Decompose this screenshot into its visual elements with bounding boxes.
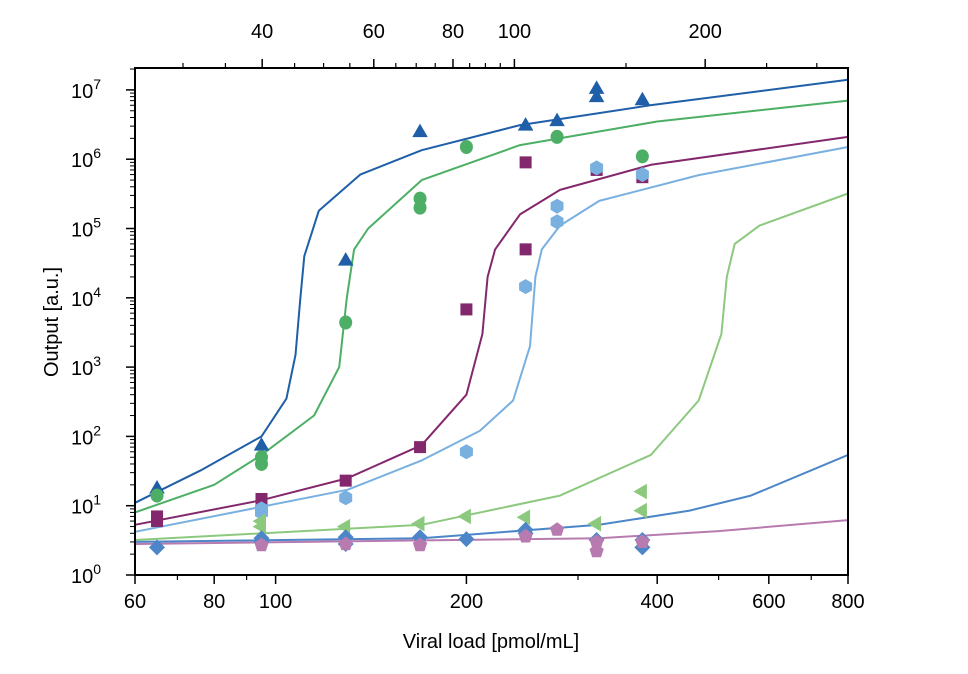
y-axis-label: Output [a.u.] — [41, 267, 63, 377]
series-3-point — [414, 441, 427, 454]
series-7-point — [589, 534, 604, 548]
series-1-point — [412, 123, 428, 138]
series-4-point — [590, 160, 604, 176]
y-tick-label: 103 — [71, 353, 101, 380]
y-tick-exponent: 2 — [93, 422, 101, 438]
y-tick-label: 100 — [71, 561, 101, 588]
plot-frame — [134, 67, 849, 576]
series-7-fit-curve — [134, 519, 849, 545]
y-tick-base: 10 — [71, 427, 93, 449]
series-5-point — [587, 515, 602, 532]
top-tick-label: 40 — [251, 21, 273, 43]
series-2-point — [550, 129, 564, 144]
series-2-point — [459, 139, 473, 154]
x-tick-label: 80 — [203, 591, 225, 613]
x-tick-label: 400 — [641, 591, 674, 613]
series-2-point — [150, 488, 164, 503]
series-3-point — [339, 474, 352, 487]
y-tick-label: 104 — [71, 284, 101, 311]
series-6-fit-curve — [134, 453, 849, 543]
y-tick-label: 106 — [71, 145, 101, 172]
series-7-point — [635, 534, 650, 548]
series-3-point — [519, 243, 532, 256]
series-2-point — [254, 456, 268, 471]
series-5-point — [516, 509, 531, 526]
y-tick-label: 102 — [71, 422, 101, 449]
y-tick-exponent: 1 — [93, 492, 101, 508]
series-7-point — [412, 537, 428, 552]
series-2-point — [413, 200, 427, 215]
series-1-point — [517, 117, 534, 131]
y-tick-base: 10 — [71, 358, 93, 380]
x-axis-label: Viral load [pmol/mL] — [403, 631, 579, 653]
y-tick-label: 107 — [71, 76, 101, 103]
y-tick-label: 105 — [71, 215, 101, 242]
y-tick-base: 10 — [71, 566, 93, 588]
series-1-fit-curve — [134, 78, 849, 504]
x-tick-label: 800 — [831, 591, 864, 613]
top-tick-label: 100 — [498, 21, 531, 43]
series-1-point — [634, 91, 651, 106]
series-6-point — [458, 531, 475, 548]
series-4-point — [339, 490, 353, 506]
series-5-fit-curve — [134, 192, 849, 541]
top-tick-label: 60 — [363, 21, 385, 43]
series-7-point — [338, 536, 353, 551]
fit-curves — [134, 78, 849, 545]
series-4-point — [519, 279, 533, 295]
series-7-point — [589, 543, 604, 558]
y-tick-exponent: 3 — [93, 353, 101, 369]
y-tick-exponent: 0 — [93, 561, 101, 577]
series-5-point — [633, 502, 647, 519]
y-tick-exponent: 6 — [93, 145, 101, 161]
y-tick-base: 10 — [71, 150, 93, 172]
series-3-point — [460, 303, 473, 316]
y-tick-label: 101 — [71, 492, 101, 519]
series-3-point — [519, 156, 532, 169]
y-tick-exponent: 4 — [93, 284, 101, 300]
series-2-point — [635, 149, 649, 164]
x-tick-label: 600 — [752, 591, 785, 613]
series-1-point — [588, 80, 605, 94]
y-tick-base: 10 — [71, 220, 93, 242]
series-4-point — [459, 444, 473, 460]
series-7-point — [518, 528, 533, 543]
series-3-point — [255, 492, 268, 505]
y-tick-exponent: 5 — [93, 215, 101, 231]
y-tick-base: 10 — [71, 497, 93, 519]
x-tick-label: 60 — [124, 591, 146, 613]
y-tick-base: 10 — [71, 289, 93, 311]
series-4-point — [635, 167, 649, 183]
series-1-point — [549, 112, 565, 127]
top-tick-label: 80 — [442, 21, 464, 43]
series-2-point — [339, 315, 353, 330]
y-tick-base: 10 — [71, 81, 93, 103]
series-4-point — [550, 198, 564, 214]
y-tick-exponent: 7 — [93, 76, 101, 92]
data-points — [149, 80, 651, 558]
series-3-fit-curve — [134, 135, 849, 526]
series-1-point — [253, 437, 270, 451]
top-tick-label: 200 — [689, 21, 722, 43]
series-4-point — [550, 214, 564, 230]
series-5-point — [411, 515, 425, 532]
x-tick-label: 200 — [450, 591, 483, 613]
x-tick-label: 100 — [259, 591, 292, 613]
series-1-point — [337, 252, 354, 266]
series-7-point — [254, 537, 269, 552]
series-7-point — [549, 522, 565, 536]
series-2-fit-curve — [134, 99, 849, 514]
series-1-point — [588, 88, 605, 103]
series-5-point — [252, 513, 266, 529]
series-5-point — [633, 483, 647, 500]
series-5-point — [457, 508, 471, 525]
series-3-point — [151, 515, 164, 528]
series-6-point — [149, 539, 165, 556]
series-4-fit-curve — [134, 146, 849, 533]
